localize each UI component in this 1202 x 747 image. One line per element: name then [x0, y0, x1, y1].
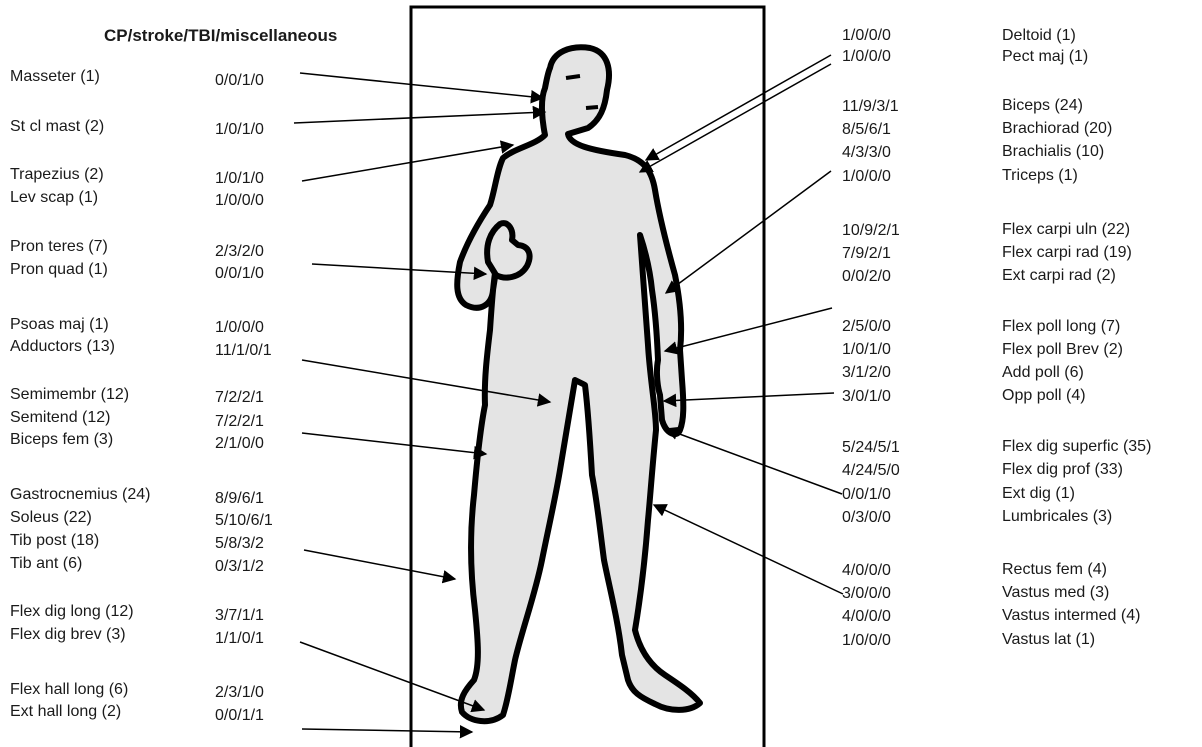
- left-muscle-label: St cl mast (2): [10, 118, 104, 136]
- right-muscle-label: Flex carpi rad (19): [1002, 244, 1132, 262]
- right-count-label: 4/0/0/0: [842, 608, 891, 626]
- right-count-label: 0/3/0/0: [842, 509, 891, 527]
- left-count-label: 1/1/0/1: [215, 630, 264, 648]
- right-muscle-label: Triceps (1): [1002, 167, 1078, 185]
- right-count-label: 1/0/0/0: [842, 632, 891, 650]
- right-count-label: 0/0/1/0: [842, 486, 891, 504]
- left-count-label: 1/0/0/0: [215, 192, 264, 210]
- left-count-label: 8/9/6/1: [215, 490, 264, 508]
- left-muscle-label: Adductors (13): [10, 338, 115, 356]
- left-count-label: 2/3/1/0: [215, 684, 264, 702]
- right-count-label: 3/0/1/0: [842, 388, 891, 406]
- left-muscle-label: Psoas maj (1): [10, 316, 109, 334]
- right-count-label: 1/0/0/0: [842, 168, 891, 186]
- left-count-label: 1/0/0/0: [215, 319, 264, 337]
- right-count-label: 5/24/5/1: [842, 439, 900, 457]
- left-count-label: 0/3/1/2: [215, 558, 264, 576]
- left-muscle-label: Semitend (12): [10, 409, 111, 427]
- left-muscle-label: Pron teres (7): [10, 238, 108, 256]
- left-count-label: 11/1/0/1: [215, 342, 272, 360]
- right-muscle-label: Pect maj (1): [1002, 48, 1088, 66]
- right-muscle-label: Vastus intermed (4): [1002, 607, 1140, 625]
- right-muscle-label: Vastus med (3): [1002, 584, 1109, 602]
- left-count-label: 3/7/1/1: [215, 607, 264, 625]
- right-muscle-label: Brachiorad (20): [1002, 120, 1112, 138]
- right-count-label: 10/9/2/1: [842, 222, 900, 240]
- right-muscle-label: Flex poll long (7): [1002, 318, 1120, 336]
- left-muscle-label: Flex dig long (12): [10, 603, 134, 621]
- right-muscle-label: Flex poll Brev (2): [1002, 341, 1123, 359]
- right-muscle-label: Flex dig prof (33): [1002, 461, 1123, 479]
- right-muscle-label: Add poll (6): [1002, 364, 1084, 382]
- left-muscle-label: Soleus (22): [10, 509, 92, 527]
- left-muscle-label: Pron quad (1): [10, 261, 108, 279]
- right-muscle-label: Deltoid (1): [1002, 27, 1076, 45]
- left-count-label: 0/0/1/1: [215, 707, 264, 725]
- left-muscle-label: Semimembr (12): [10, 386, 129, 404]
- right-muscle-label: Lumbricales (3): [1002, 508, 1112, 526]
- right-muscle-label: Biceps (24): [1002, 97, 1083, 115]
- left-count-label: 7/2/2/1: [215, 389, 264, 407]
- right-count-label: 8/5/6/1: [842, 121, 891, 139]
- left-muscle-label: Ext hall long (2): [10, 703, 121, 721]
- right-count-label: 3/1/2/0: [842, 364, 891, 382]
- left-muscle-label: Biceps fem (3): [10, 431, 113, 449]
- left-count-label: 1/0/1/0: [215, 121, 264, 139]
- right-muscle-label: Brachialis (10): [1002, 143, 1104, 161]
- right-count-label: 11/9/3/1: [842, 98, 899, 116]
- left-muscle-label: Tib ant (6): [10, 555, 82, 573]
- left-count-label: 0/0/1/0: [215, 72, 264, 90]
- right-count-label: 3/0/0/0: [842, 585, 891, 603]
- right-muscle-label: Ext dig (1): [1002, 485, 1075, 503]
- right-count-label: 4/3/3/0: [842, 144, 891, 162]
- right-count-label: 2/5/0/0: [842, 318, 891, 336]
- right-count-label: 0/0/2/0: [842, 268, 891, 286]
- left-count-label: 2/3/2/0: [215, 243, 264, 261]
- right-count-label: 1/0/0/0: [842, 27, 891, 45]
- right-count-label: 4/0/0/0: [842, 562, 891, 580]
- right-muscle-label: Flex carpi uln (22): [1002, 221, 1130, 239]
- right-muscle-label: Vastus lat (1): [1002, 631, 1095, 649]
- right-muscle-label: Flex dig superfic (35): [1002, 438, 1151, 456]
- left-muscle-label: Flex hall long (6): [10, 681, 128, 699]
- left-count-label: 5/8/3/2: [215, 535, 264, 553]
- right-count-label: 1/0/0/0: [842, 48, 891, 66]
- left-count-label: 1/0/1/0: [215, 170, 264, 188]
- right-muscle-label: Rectus fem (4): [1002, 561, 1107, 579]
- left-muscle-label: Gastrocnemius (24): [10, 486, 151, 504]
- left-count-label: 0/0/1/0: [215, 265, 264, 283]
- right-count-label: 1/0/1/0: [842, 341, 891, 359]
- left-muscle-label: Flex dig brev (3): [10, 626, 126, 644]
- left-muscle-label: Tib post (18): [10, 532, 99, 550]
- right-count-label: 4/24/5/0: [842, 462, 900, 480]
- diagram-title: CP/stroke/TBI/miscellaneous: [104, 26, 337, 46]
- left-count-label: 5/10/6/1: [215, 512, 273, 530]
- left-muscle-label: Masseter (1): [10, 68, 100, 86]
- left-count-label: 7/2/2/1: [215, 413, 264, 431]
- left-muscle-label: Trapezius (2): [10, 166, 104, 184]
- right-muscle-label: Ext carpi rad (2): [1002, 267, 1116, 285]
- left-count-label: 2/1/0/0: [215, 435, 264, 453]
- left-muscle-label: Lev scap (1): [10, 189, 98, 207]
- right-count-label: 7/9/2/1: [842, 245, 891, 263]
- right-muscle-label: Opp poll (4): [1002, 387, 1086, 405]
